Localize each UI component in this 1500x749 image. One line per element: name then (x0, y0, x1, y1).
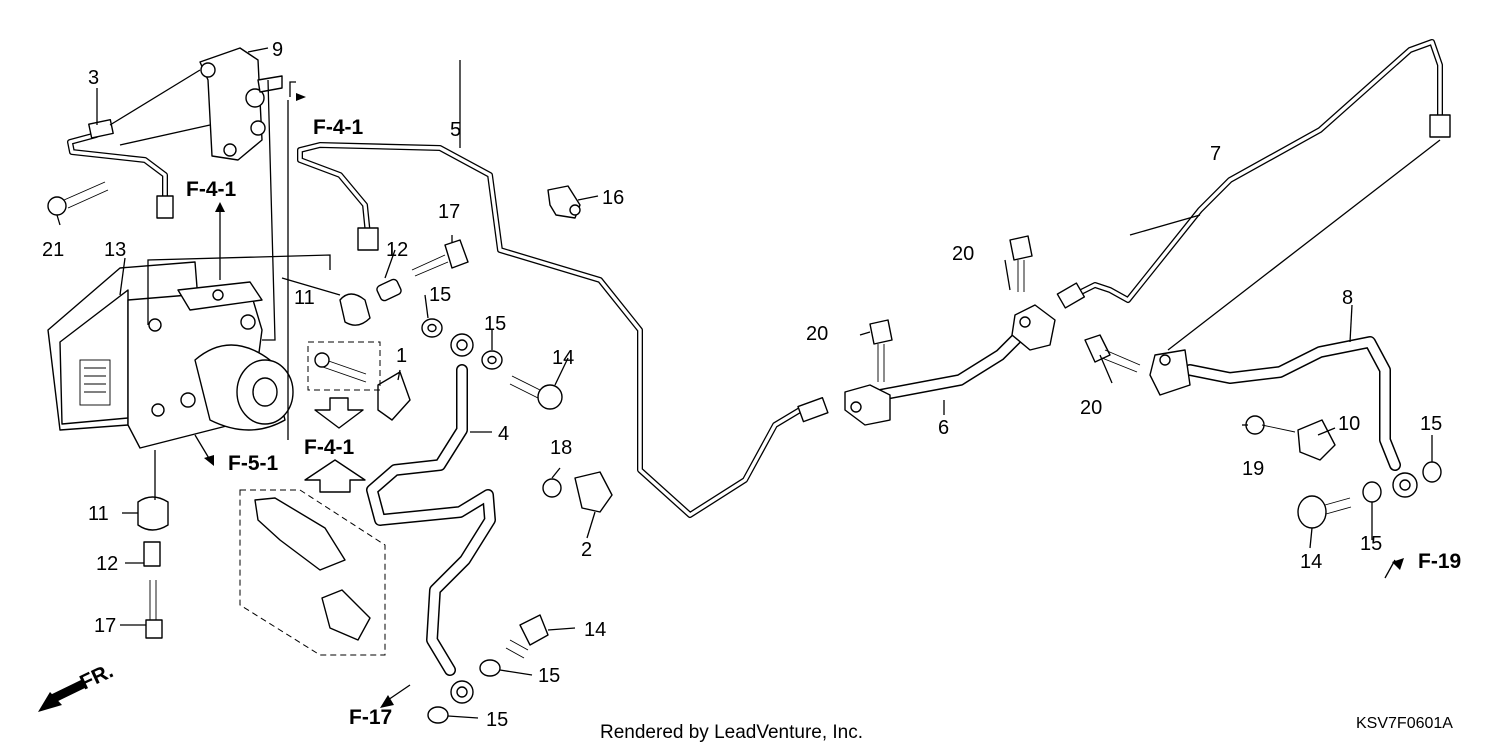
up-outline-arrow (304, 459, 366, 493)
callout-20-c: 20 (1080, 397, 1102, 419)
callout-15-c: 15 (538, 665, 560, 687)
callout-21: 21 (42, 239, 64, 261)
callout-12-lower: 12 (96, 553, 118, 575)
clamp-16 (547, 185, 581, 219)
washer-15-e (1362, 481, 1382, 503)
washer-15-d (427, 706, 449, 724)
washer-15-b (481, 350, 503, 370)
callout-9: 9 (272, 39, 283, 61)
bolt-19 (1245, 415, 1296, 435)
callout-5: 5 (450, 119, 461, 141)
callout-8: 8 (1342, 287, 1353, 309)
ref-arrows (38, 81, 1404, 712)
callout-17-lower: 17 (94, 615, 116, 637)
brake-hose-8 (1149, 336, 1418, 498)
callout-14-c: 14 (1300, 551, 1322, 573)
ref-f-19: F-19 (1418, 550, 1461, 573)
bolt-14-b (505, 614, 549, 659)
bolt-14-c (1297, 495, 1352, 529)
callout-11-lower: 11 (88, 503, 109, 525)
ref-f-4-1-top: F-4-1 (313, 116, 363, 139)
bolt-20-a (869, 319, 893, 382)
brake-pipe-3 (67, 118, 174, 219)
callout-7: 7 (1210, 143, 1221, 165)
bolt-14-a (509, 375, 563, 410)
bolt-17-upper (411, 239, 469, 277)
ref-f-4-1-center: F-4-1 (304, 436, 354, 459)
callout-13: 13 (104, 239, 126, 261)
washer-15-a (421, 318, 443, 338)
clamp-2 (574, 471, 613, 513)
callout-18: 18 (550, 437, 572, 459)
ref-f-17: F-17 (349, 706, 392, 729)
credit-text: Rendered by LeadVenture, Inc. (600, 722, 863, 743)
flange-bolt-21 (47, 181, 109, 216)
ref-f-5-1: F-5-1 (228, 452, 278, 475)
brake-pipe-7 (1056, 39, 1451, 309)
washer-15-f (1422, 461, 1442, 483)
callout-12-upper: 12 (386, 239, 408, 261)
callout-3: 3 (88, 67, 99, 89)
bolt-20-b (1009, 235, 1033, 292)
brake-hose-6 (844, 304, 1056, 426)
callout-15-d: 15 (486, 709, 508, 731)
bracket-1 (307, 341, 411, 421)
callout-11-upper: 11 (294, 287, 315, 309)
callout-15-a: 15 (429, 284, 451, 306)
front-label: FR. (76, 659, 116, 694)
nut-18 (542, 478, 562, 498)
brake-pipe-5 (297, 142, 829, 518)
callout-15-e: 15 (1360, 533, 1382, 555)
callout-15-f: 15 (1420, 413, 1442, 435)
clamp-10 (1297, 419, 1336, 461)
grommet-11-upper (339, 293, 371, 326)
callout-1: 1 (396, 345, 407, 367)
diagram-code: KSV7F0601A (1356, 715, 1453, 732)
callout-20-b: 20 (952, 243, 974, 265)
callout-2: 2 (581, 539, 592, 561)
brake-hose-4 (366, 333, 496, 704)
bolt-17-lower (145, 580, 163, 639)
ref-f-4-1-left: F-4-1 (186, 178, 236, 201)
collar-12-lower (143, 541, 161, 567)
callout-14-a: 14 (552, 347, 574, 369)
collar-12-upper (376, 278, 402, 302)
three-way-joint (199, 47, 283, 161)
front-arrow-icon (38, 692, 62, 712)
leader-lines (56, 47, 1441, 719)
callout-6: 6 (938, 417, 949, 439)
callout-19: 19 (1242, 458, 1264, 480)
callout-20-a: 20 (806, 323, 828, 345)
callout-15-b: 15 (484, 313, 506, 335)
callout-16: 16 (602, 187, 624, 209)
washer-15-c (479, 659, 501, 677)
grommet-11-lower (137, 496, 169, 531)
abs-modulator-unit (47, 261, 294, 449)
callout-10: 10 (1338, 413, 1360, 435)
down-outline-arrow (314, 397, 364, 429)
callout-numbers: 9 3 21 13 11 12 17 15 15 14 5 16 1 4 18 … (42, 39, 1442, 731)
stay-assembly (239, 489, 386, 656)
callout-17-upper: 17 (438, 201, 460, 223)
callout-14-b: 14 (584, 619, 606, 641)
bolt-20-c (1084, 334, 1141, 373)
callout-4: 4 (498, 423, 509, 445)
